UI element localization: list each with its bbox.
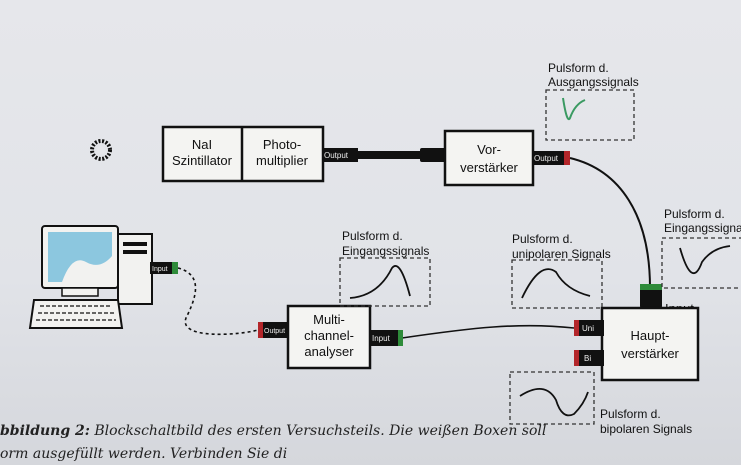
mca-input-connector: [369, 330, 403, 346]
pulse-bi-label-2: bipolaren Signals: [600, 422, 692, 436]
vor-output-connector: [532, 151, 568, 165]
uni-mca-cable: [401, 324, 575, 339]
vor-input-connector: [420, 148, 446, 162]
pulse-uni-label-2: unipolaren Signals: [512, 247, 611, 261]
vor-label-1: Vor-: [477, 142, 501, 157]
photo-label-1: Photo-: [263, 137, 301, 152]
pulse-uni-label-1: Pulsform d.: [512, 232, 573, 246]
pulse-ausgang-label-2: Ausgangssignals: [548, 75, 639, 89]
pulse-ausgang-sketch: [562, 97, 586, 120]
pulse-eingang-right-box: [661, 237, 741, 289]
pulse-uni-sketch: [521, 268, 591, 299]
mca-output-connector: [258, 322, 289, 338]
photo-label-2: multiplier: [256, 153, 309, 168]
caption-bold: bbildung 2:: [0, 423, 90, 439]
mca-input-label: Input: [372, 334, 391, 343]
figure-caption-line-1: bbildung 2: Blockschaltbild des ersten V…: [0, 423, 546, 439]
pm-output-label: Output: [324, 151, 349, 160]
mca-label-1: Multi-: [313, 312, 345, 327]
mca-output-label: Output: [264, 328, 285, 335]
pulse-bi-label-1: Pulsform d.: [600, 407, 661, 421]
haupt-bi-connector: [576, 350, 604, 366]
pc-input-label: Input: [152, 266, 168, 273]
bi-port-label: Bi: [584, 354, 591, 363]
pulse-eingang-mid-label-1: Pulsform d.: [342, 229, 403, 243]
haupt-uni-connector: [576, 320, 604, 336]
pulse-eingang-right-label-1: Pulsform d.: [664, 207, 725, 221]
radiation-source-icon: [90, 139, 112, 161]
pulse-eingang-right-sketch: [679, 245, 731, 275]
pulse-ausgang-box: [545, 89, 635, 141]
pulse-eingang-mid-label-2: Eingangssignals: [342, 244, 429, 258]
pm-output-connector: [322, 148, 358, 162]
hauptverstaerker-block: [600, 306, 700, 382]
nai-label-1: NaI: [192, 137, 212, 152]
pulse-bi-box: [509, 371, 595, 425]
caption-text-1: Blockschaltbild des ersten Versuchsteils…: [90, 423, 546, 439]
mca-label-2: channel-: [304, 328, 354, 343]
pulse-uni-box: [511, 259, 603, 309]
pulse-ausgang-label-1: Pulsform d.: [548, 61, 609, 75]
pulse-eingang-right-label-2: Eingangssigna: [664, 221, 741, 235]
pulse-bi-sketch: [519, 388, 589, 417]
uni-port-label: Uni: [582, 324, 594, 333]
pulse-eingang-mid-sketch: [349, 265, 411, 299]
mca-label-3: analyser: [304, 344, 354, 359]
pulse-eingang-mid-box: [339, 257, 431, 307]
pm-vor-cable: [358, 151, 422, 159]
vor-output-label: Output: [534, 154, 559, 163]
haupt-label-1: Haupt-: [630, 328, 669, 343]
vor-label-2: verstärker: [460, 160, 518, 175]
vorverstaerker-block: [443, 129, 535, 187]
figure-caption-line-2: orm ausgefüllt werden. Verbinden Sie di: [0, 446, 287, 462]
nai-label-2: Szintillator: [172, 153, 233, 168]
pc-mca-cable: [177, 267, 259, 336]
haupt-label-2: verstärker: [621, 346, 679, 361]
vor-haupt-cable: [569, 157, 651, 289]
computer-icon: [28, 225, 178, 329]
